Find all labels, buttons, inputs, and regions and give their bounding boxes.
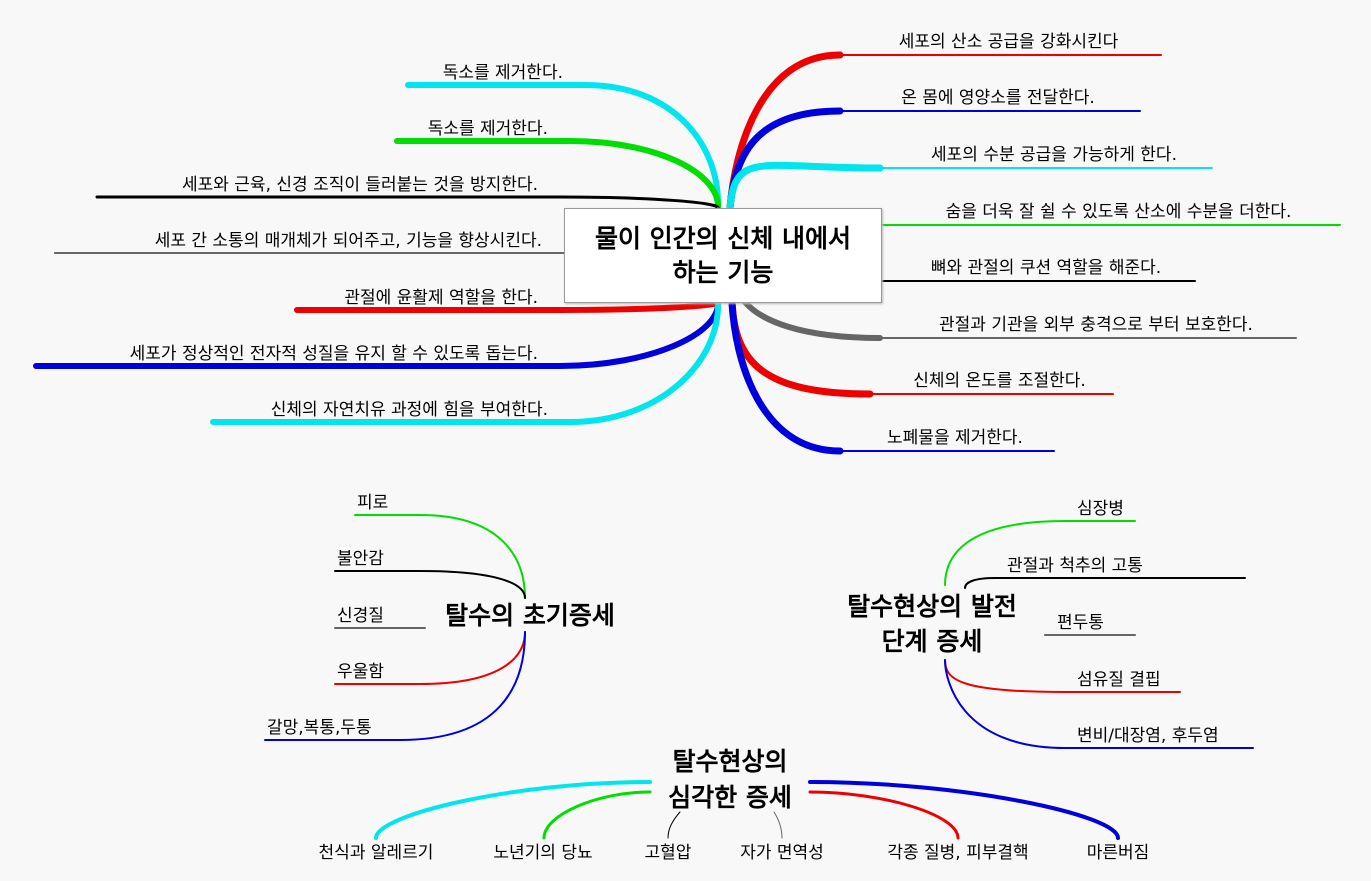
right-branch-label[interactable]: 노폐물을 제거한다. (887, 428, 1023, 448)
early-symptom-label[interactable]: 신경질 (337, 606, 384, 626)
early-item-line (399, 631, 526, 741)
left-branch-label[interactable]: 세포와 근육, 신경 조직이 들러붙는 것을 방지한다. (182, 175, 538, 195)
right-branch-line (726, 51, 844, 212)
central-topic-line1: 물이 인간의 신체 내에서 (594, 223, 852, 253)
left-branch-line (95, 195, 720, 210)
advanced-item-line (944, 659, 1066, 749)
advanced-symptom-label[interactable]: 섬유질 결핍 (1077, 670, 1161, 690)
early-symptom-label[interactable]: 우울함 (337, 662, 384, 682)
severe-symptom-label[interactable]: 마른버짐 (1087, 843, 1150, 863)
left-branch-label[interactable]: 세포 간 소통의 매개체가 되어주고, 기능을 향상시킨다. (155, 231, 542, 251)
left-branch-label[interactable]: 독소를 제거한다. (443, 63, 563, 83)
right-branch-label[interactable]: 신체의 온도를 조절한다. (913, 371, 1086, 391)
severe-symptom-label[interactable]: 노년기의 당뇨 (493, 843, 592, 863)
right-branch-label[interactable]: 세포의 산소 공급을 강화시킨다 (899, 32, 1119, 52)
right-branch-line (728, 298, 874, 398)
severe-symptom-label[interactable]: 천식과 알레르기 (319, 843, 434, 863)
right-branch-label[interactable]: 숨을 더욱 잘 쉴 수 있도록 산소에 수분을 더한다. (946, 202, 1292, 222)
right-branch-label[interactable]: 관절과 기관을 외부 충격으로 부터 보호한다. (939, 315, 1253, 335)
early-symptom-label[interactable]: 피로 (357, 493, 388, 513)
right-branch-line (742, 299, 883, 341)
advanced-item-line (944, 659, 1066, 693)
early-symptom-label[interactable]: 갈망,복통,두통 (267, 718, 372, 738)
branch-lines (33, 51, 1341, 840)
left-branch-line (405, 82, 722, 211)
left-branch-line (394, 138, 722, 211)
left-branch-label[interactable]: 관절에 윤활제 역할을 한다. (344, 288, 538, 308)
severe-item-line (773, 811, 783, 839)
early-item-line (419, 570, 526, 599)
right-branch-line (728, 298, 844, 455)
severe-symptom-label[interactable]: 자가 면역성 (740, 843, 824, 863)
severe-item-line (808, 780, 1120, 840)
right-branch-label[interactable]: 온 몸에 영양소를 전달한다. (901, 88, 1095, 108)
central-topic[interactable]: 물이 인간의 신체 내에서 하는 기능 (564, 208, 882, 303)
advanced-item-line (944, 520, 1066, 586)
left-branch-label[interactable]: 신체의 자연치유 과정에 힘을 부여한다. (271, 400, 548, 420)
severe-item-line (667, 811, 681, 839)
severe-item-line (374, 780, 652, 840)
left-branch-label[interactable]: 세포가 정상적인 전자적 성질을 유지 할 수 있도록 돕는다. (130, 344, 538, 364)
left-branch-line (210, 299, 722, 425)
early-item-line (419, 631, 526, 685)
right-branch-label[interactable]: 세포의 수분 공급을 가능하게 한다. (931, 145, 1177, 165)
severe-symptom-label[interactable]: 고혈압 (645, 843, 692, 863)
branch-labels: 독소를 제거한다. 독소를 제거한다. 세포와 근육, 신경 조직이 들러붙는 것을… (130, 32, 1292, 863)
severe-item-line (542, 790, 652, 840)
advanced-symptom-label[interactable]: 관절과 척추의 고통 (1007, 556, 1143, 576)
right-branch-line (726, 161, 884, 212)
early-symptom-label[interactable]: 불안감 (337, 549, 384, 569)
left-branch-label[interactable]: 독소를 제거한다. (428, 119, 548, 139)
advanced-symptom-label[interactable]: 심장병 (1077, 499, 1124, 519)
early-item-line (419, 514, 526, 599)
advanced-symptom-label[interactable]: 편두통 (1057, 613, 1104, 633)
severe-item-line (808, 790, 960, 840)
central-topic-line2: 하는 기능 (672, 257, 774, 287)
severe-symptom-label[interactable]: 각종 질병, 피부결핵 (887, 843, 1028, 863)
advanced-item-line (964, 577, 996, 589)
right-branch-label[interactable]: 뼈와 관절의 쿠션 역할을 해준다. (931, 258, 1161, 278)
advanced-symptom-label[interactable]: 변비/대장염, 후두염 (1077, 726, 1219, 746)
